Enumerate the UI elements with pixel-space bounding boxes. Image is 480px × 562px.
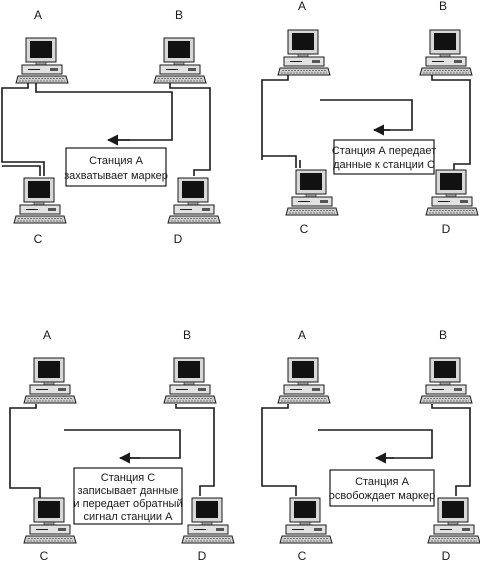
computer-icon-a bbox=[23, 357, 77, 404]
caption-box bbox=[65, 147, 167, 187]
computer-icon-b bbox=[419, 357, 473, 404]
ring-cable-inner bbox=[318, 429, 433, 459]
computer-icon-b bbox=[163, 357, 217, 404]
station-label-d: D bbox=[198, 549, 207, 562]
caption-line: сигнал станции А bbox=[84, 511, 174, 523]
caption-line: освобождает маркер bbox=[329, 490, 435, 502]
station-label-b: B bbox=[439, 0, 447, 13]
ring-cable-inner bbox=[320, 99, 413, 131]
station-label-c: C bbox=[40, 549, 49, 562]
computer-icon-d bbox=[427, 497, 480, 544]
panel-4: A B C D Станция А освобождает маркер bbox=[261, 328, 480, 562]
station-label-d: D bbox=[442, 222, 451, 236]
caption-box bbox=[333, 139, 435, 175]
caption-line: и передает обратный bbox=[73, 498, 182, 510]
station-label-d: D bbox=[442, 549, 451, 562]
station-label-a: A bbox=[298, 0, 306, 13]
caption-line: Станция А передает bbox=[332, 145, 436, 157]
panel-3: A B C D Станция С записывает данные и пе… bbox=[9, 328, 235, 562]
caption-box bbox=[329, 469, 435, 507]
ring-cable-inner bbox=[64, 429, 181, 459]
caption-line: Станция А bbox=[355, 476, 410, 488]
computer-icon-a bbox=[277, 357, 331, 404]
computer-icon-c bbox=[285, 169, 339, 216]
ring-cable bbox=[1, 80, 211, 176]
station-label-b: B bbox=[183, 328, 191, 342]
computer-icon-d bbox=[425, 169, 479, 216]
station-label-b: B bbox=[439, 328, 447, 342]
station-label-a: A bbox=[34, 8, 42, 22]
computer-icon-c bbox=[13, 177, 67, 224]
panel-1: A B C D Станция А захватывает маркер bbox=[1, 8, 221, 246]
computer-icon-b bbox=[153, 37, 207, 84]
ring-cable bbox=[9, 404, 215, 498]
station-label-c: C bbox=[34, 232, 43, 246]
computer-icon-d bbox=[167, 177, 221, 224]
station-label-a: A bbox=[298, 328, 306, 342]
panel-2: A B C D Станция А передает данные к стан… bbox=[261, 0, 479, 236]
ring-cable bbox=[261, 404, 471, 496]
computer-icon-a bbox=[277, 29, 331, 76]
caption-line: Станция А bbox=[89, 155, 144, 167]
caption-line: захватывает маркер bbox=[64, 170, 168, 182]
computer-icon-d bbox=[181, 497, 235, 544]
station-label-a: A bbox=[43, 328, 51, 342]
caption-box bbox=[73, 467, 183, 525]
station-label-b: B bbox=[175, 8, 183, 22]
station-label-d: D bbox=[174, 232, 183, 246]
station-label-c: C bbox=[300, 222, 309, 236]
computer-icon-c bbox=[23, 497, 77, 544]
caption-line: данные к станции С bbox=[333, 159, 435, 171]
ring-cable bbox=[261, 72, 471, 170]
computer-icon-c bbox=[279, 497, 333, 544]
caption-line: записывает данные bbox=[77, 485, 178, 497]
computer-icon-b bbox=[419, 29, 473, 76]
computer-icon-a bbox=[15, 37, 69, 84]
station-label-c: C bbox=[298, 549, 307, 562]
caption-line: Станция С bbox=[101, 472, 156, 484]
